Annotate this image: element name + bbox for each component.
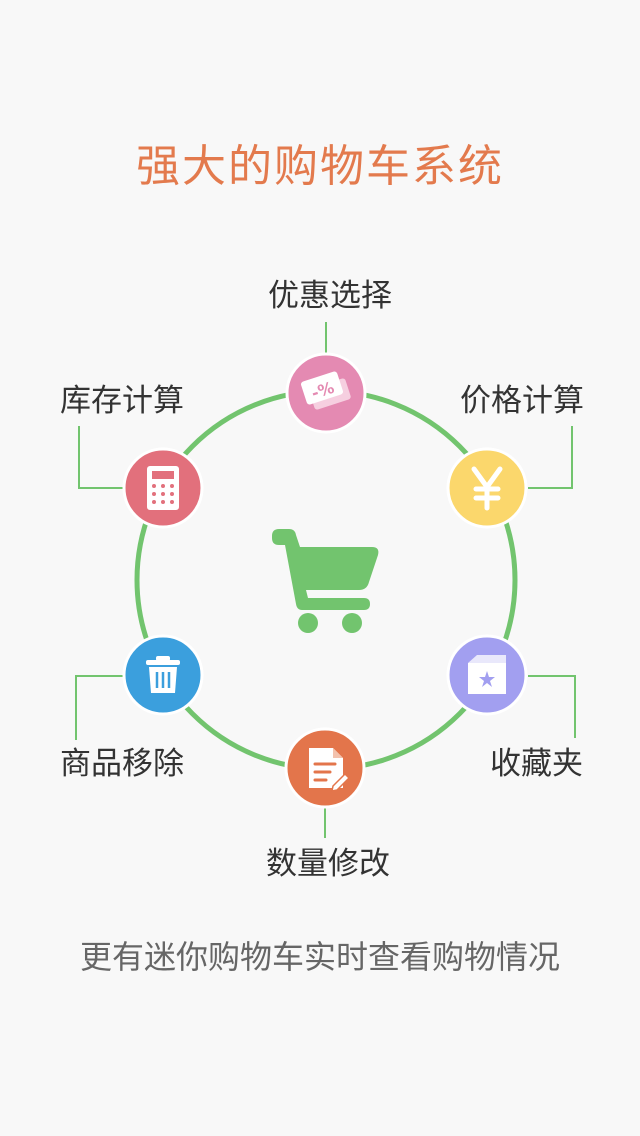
calculator-icon [147,466,179,510]
stock-feature-button[interactable] [122,447,204,529]
price-label: 价格计算 [460,383,584,419]
quantity-feature-button[interactable] [284,727,366,809]
remove-feature-button[interactable] [122,634,204,716]
yen-icon [471,466,503,511]
coupon-feature-button[interactable]: -% [285,352,367,434]
document-edit-icon [309,748,351,792]
trash-icon [146,656,180,693]
favorites-feature-button[interactable] [446,634,528,716]
coupon-ticket-icon: -% [301,371,351,410]
quantity-label: 数量修改 [266,846,390,882]
footer-text: 更有迷你购物车实时查看购物情况 [79,938,560,976]
shopping-cart-icon [272,529,379,633]
price-feature-button[interactable] [446,447,528,529]
folder-star-icon [468,655,506,694]
stock-label: 库存计算 [60,383,184,419]
page-title: 强大的购物车系统 [136,141,504,192]
favorites-label: 收藏夹 [490,746,583,782]
remove-label: 商品移除 [60,746,184,782]
coupon-label: 优惠选择 [268,278,392,314]
connector-lines [75,322,576,838]
